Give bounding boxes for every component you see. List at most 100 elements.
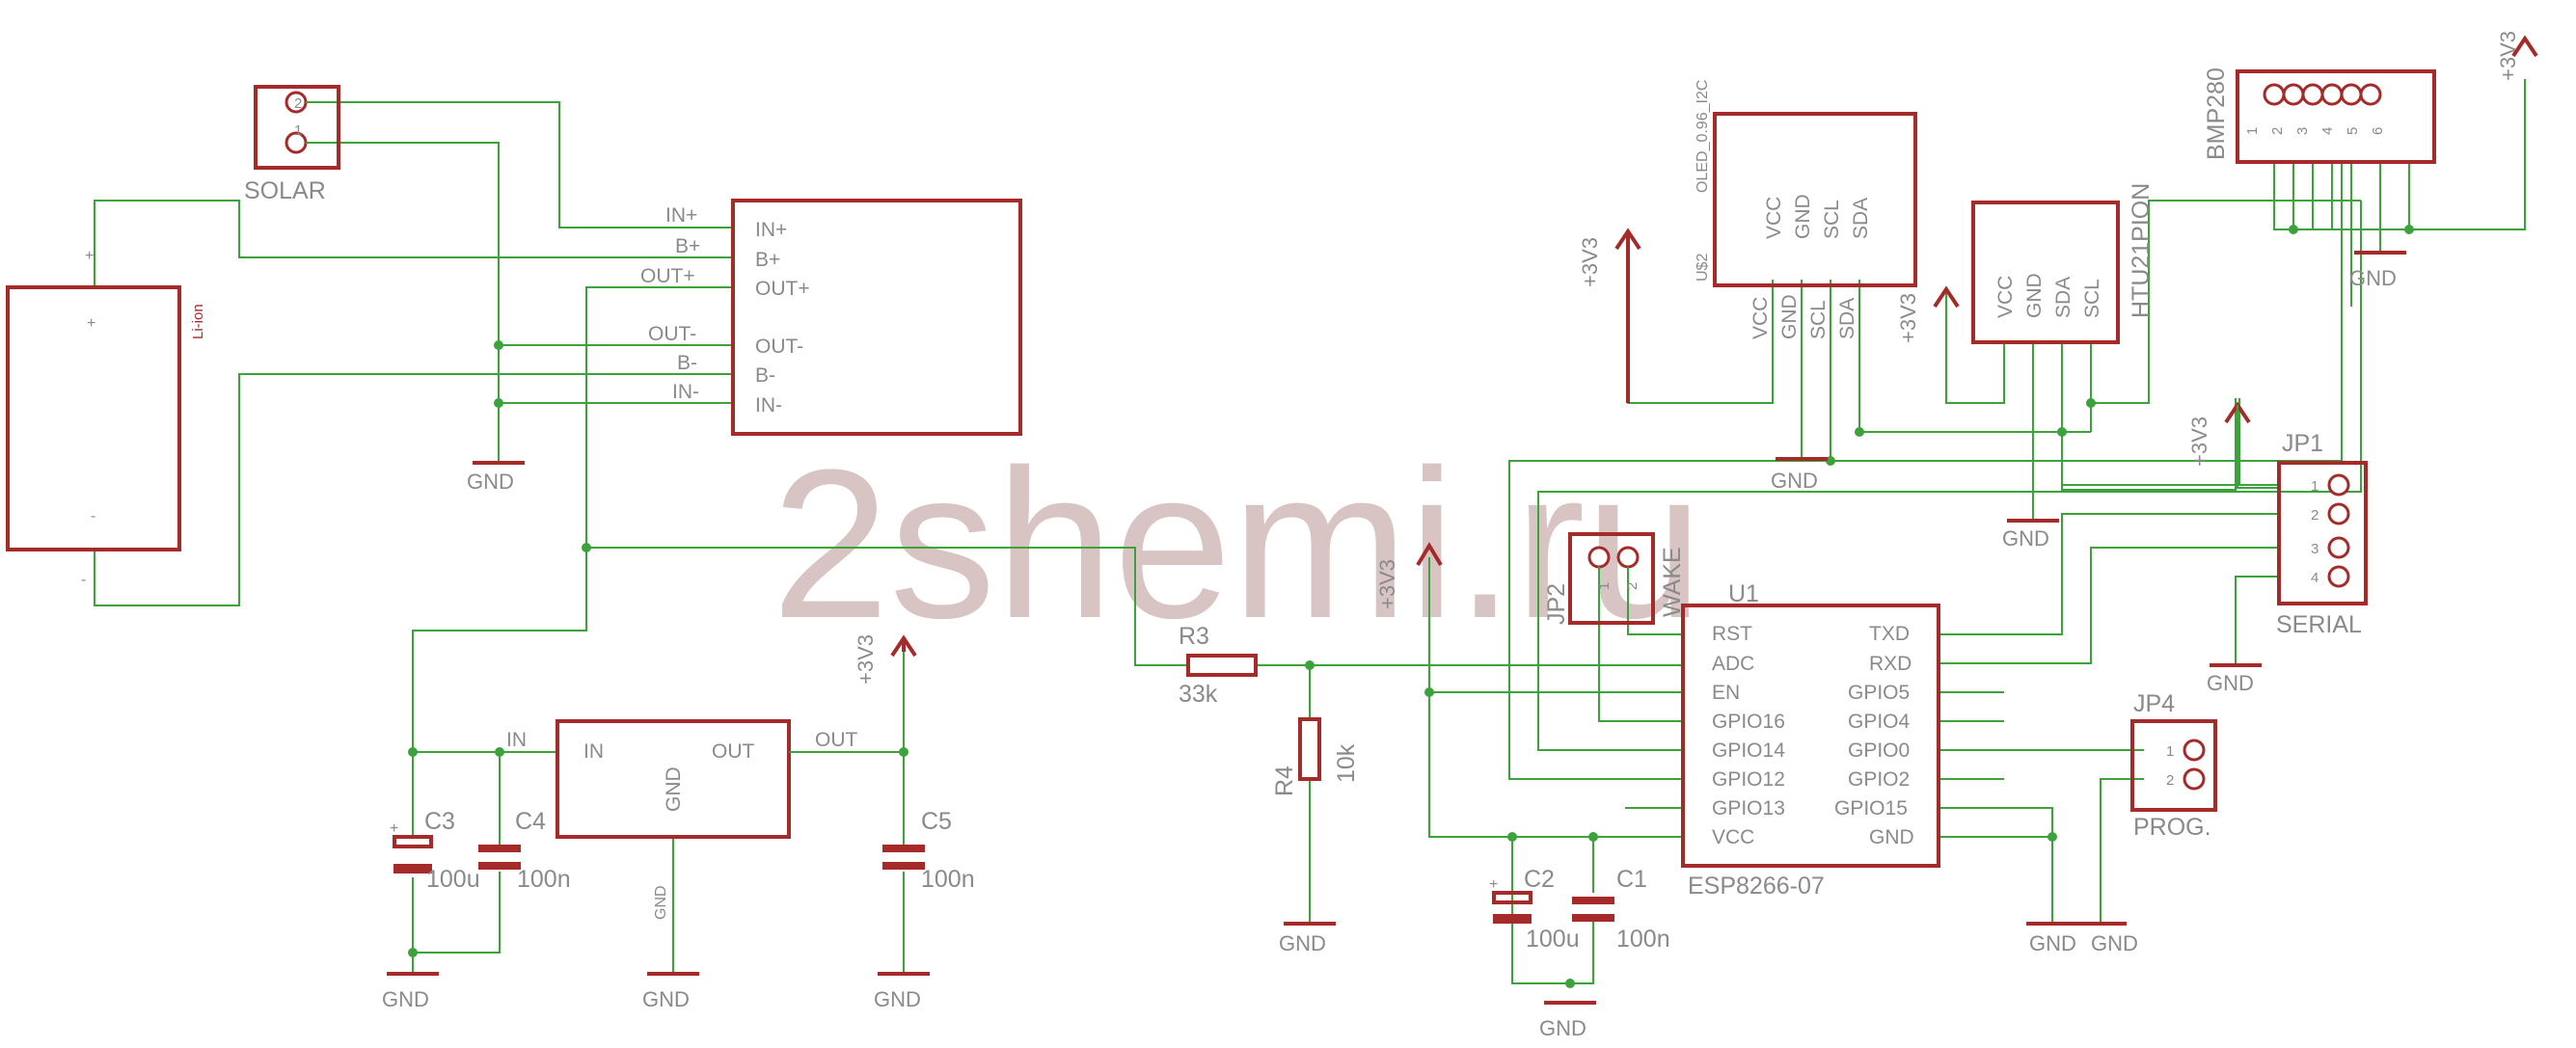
svg-text:+: + xyxy=(85,248,94,264)
svg-text:100u: 100u xyxy=(1526,926,1580,953)
svg-text:GPIO14: GPIO14 xyxy=(1712,739,1785,762)
voltage-regulator: IN OUT IN OUT GND GND xyxy=(506,719,858,920)
svg-text:4: 4 xyxy=(2311,570,2318,586)
svg-text:2: 2 xyxy=(2269,127,2286,135)
v33-symbol-reg: +3V3 xyxy=(854,634,917,685)
svg-text:VCC: VCC xyxy=(1712,826,1754,848)
svg-text:33k: 33k xyxy=(1179,681,1218,708)
battery-label: Li-ion xyxy=(190,304,206,339)
svg-text:VCC: VCC xyxy=(1994,276,2017,318)
svg-text:SCL: SCL xyxy=(1807,300,1830,339)
gnd-symbol-c1c2: GND xyxy=(1539,1001,1596,1040)
esp8266-module: U1 ESP8266-07 RST ADC EN GPIO16 GPIO14 G… xyxy=(1681,580,1940,900)
resistor-r3: R3 33k xyxy=(1135,623,1258,708)
svg-text:OUT: OUT xyxy=(712,740,755,763)
jumper-jp2-wake: 1 2 JP2 WAKE xyxy=(1543,532,1686,625)
svg-text:R3: R3 xyxy=(1179,623,1209,650)
svg-text:C1: C1 xyxy=(1616,866,1647,893)
svg-text:+: + xyxy=(390,820,398,837)
watermark: 2shemi.ru xyxy=(772,425,1703,662)
svg-text:PROG.: PROG. xyxy=(2133,814,2211,841)
svg-text:GND: GND xyxy=(2023,273,2046,318)
svg-text:2: 2 xyxy=(1624,582,1641,590)
capacitor-c1: C1 100n xyxy=(1572,866,1670,953)
junction-dots xyxy=(408,225,2414,988)
svg-text:JP2: JP2 xyxy=(1543,583,1570,625)
v33-symbol-esp: +3V3 xyxy=(1375,542,1443,609)
v33-symbol-oled: +3V3 xyxy=(1578,228,1641,403)
charger-module: IN+ B+ OUT+ OUT- B- IN- IN+ B+ OUT+ OUT-… xyxy=(640,199,1022,436)
solar-pin-1: 1 xyxy=(294,122,302,139)
svg-text:GND: GND xyxy=(2091,931,2138,955)
svg-text:C5: C5 xyxy=(921,808,952,835)
svg-text:5: 5 xyxy=(2345,127,2361,135)
svg-text:B-: B- xyxy=(677,352,697,374)
svg-text:JP1: JP1 xyxy=(2282,430,2323,457)
jumper-jp4-prog: 1 2 JP4 PROG. xyxy=(2130,690,2217,841)
bmp280-sensor: 1 2 3 4 5 6 BMP280 xyxy=(2203,67,2436,164)
svg-text:IN: IN xyxy=(506,729,527,751)
svg-text:SDA: SDA xyxy=(2052,277,2074,318)
svg-text:GND: GND xyxy=(642,987,690,1011)
svg-text:+3V3: +3V3 xyxy=(1375,559,1399,609)
svg-text:GPIO5: GPIO5 xyxy=(1848,682,1910,704)
svg-text:TXD: TXD xyxy=(1869,623,1910,645)
svg-text:U$2: U$2 xyxy=(1695,254,1711,282)
svg-text:3: 3 xyxy=(2294,127,2311,135)
svg-text:100u: 100u xyxy=(426,866,480,893)
svg-text:GND: GND xyxy=(1869,826,1914,848)
svg-text:EN: EN xyxy=(1712,682,1740,704)
gnd-symbol-oled: GND xyxy=(1771,457,1828,493)
svg-text:SDA: SDA xyxy=(1850,198,1872,239)
oled-display: OLED_0.96_I2C U$2 VCC GND SCL SDA VCC GN… xyxy=(1695,80,1917,339)
svg-text:+: + xyxy=(87,315,95,332)
svg-text:ESP8266-07: ESP8266-07 xyxy=(1688,873,1825,900)
svg-text:4: 4 xyxy=(2319,127,2336,135)
gnd-symbol-c5: GND xyxy=(874,972,930,1011)
svg-text:100n: 100n xyxy=(921,866,975,893)
svg-text:GND: GND xyxy=(467,470,514,494)
v33-symbols: +3V3 +3V3 +3V3 +3V3 +3V3 +3V3 xyxy=(854,31,2538,685)
wires xyxy=(94,79,2526,984)
svg-text:+: + xyxy=(1489,876,1498,893)
svg-text:GND: GND xyxy=(1771,469,1818,493)
svg-text:GPIO12: GPIO12 xyxy=(1712,768,1785,791)
svg-text:GND: GND xyxy=(382,987,429,1011)
svg-text:OUT+: OUT+ xyxy=(755,278,810,300)
svg-text:10k: 10k xyxy=(1333,743,1360,783)
capacitor-c5: C5 100n xyxy=(882,808,975,893)
svg-text:GPIO4: GPIO4 xyxy=(1848,711,1911,733)
svg-text:1: 1 xyxy=(1596,582,1613,590)
htu21-sensor: VCC GND SDA SCL HTU21PION xyxy=(1971,183,2155,344)
svg-text:+3V3: +3V3 xyxy=(854,634,878,685)
svg-text:1: 1 xyxy=(2244,127,2261,135)
svg-text:GND: GND xyxy=(874,987,921,1011)
svg-text:C4: C4 xyxy=(515,808,546,835)
svg-text:B+: B+ xyxy=(755,249,780,271)
svg-text:+3V3: +3V3 xyxy=(2496,31,2520,81)
gnd-symbols: GND GND GND GND GND GND GND GND GND GND … xyxy=(382,251,2406,1040)
svg-text:+3V3: +3V3 xyxy=(2187,417,2211,467)
v33-symbol-htu: +3V3 xyxy=(1896,285,1960,343)
svg-text:GND: GND xyxy=(2349,266,2397,290)
svg-text:100n: 100n xyxy=(517,866,571,893)
svg-text:2: 2 xyxy=(2311,507,2318,524)
svg-text:GND: GND xyxy=(2207,671,2254,695)
svg-text:C2: C2 xyxy=(1524,866,1555,893)
svg-text:-: - xyxy=(91,508,95,524)
svg-text:SERIAL: SERIAL xyxy=(2276,611,2362,638)
svg-text:IN-: IN- xyxy=(672,381,699,403)
svg-text:B-: B- xyxy=(755,364,775,387)
svg-text:GND: GND xyxy=(1792,194,1814,239)
svg-text:IN-: IN- xyxy=(755,394,782,417)
jumper-jp1-serial: 1 2 3 4 JP1 SERIAL xyxy=(2276,430,2368,638)
svg-text:IN: IN xyxy=(583,740,604,763)
solar-label: SOLAR xyxy=(244,177,326,204)
svg-text:R4: R4 xyxy=(1271,766,1298,796)
svg-text:GND: GND xyxy=(1279,931,1326,955)
gnd-symbol-charger: GND xyxy=(467,461,525,494)
gnd-symbol-reg: GND xyxy=(642,972,699,1011)
svg-text:GND: GND xyxy=(653,885,669,920)
svg-text:GPIO0: GPIO0 xyxy=(1848,739,1910,762)
